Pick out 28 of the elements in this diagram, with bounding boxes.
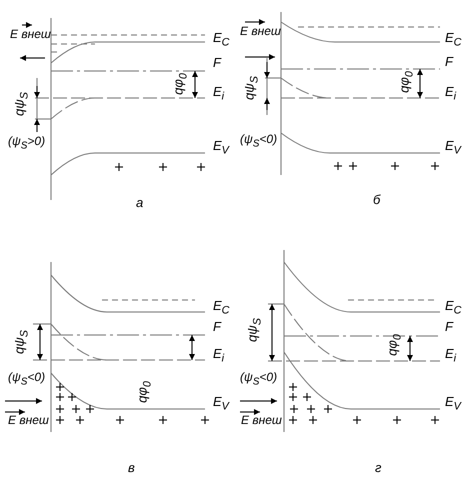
- condition-label: (ψ$_{S}$<0): [8, 370, 46, 390]
- band-label: E$_{V}$: [445, 138, 461, 159]
- band-label: E$_{V}$: [213, 138, 229, 159]
- condition-label: (ψ$_{S}$<0): [240, 132, 278, 152]
- band-label: E$_{C}$: [445, 298, 462, 319]
- band-label: F: [445, 319, 453, 334]
- band-label: F: [213, 55, 221, 70]
- field-label: E внеш: [241, 413, 282, 428]
- panel-letter: г: [375, 460, 382, 475]
- panel-letter: в: [128, 460, 135, 475]
- band-label: E$_{i}$: [445, 84, 456, 105]
- band-label: F: [445, 54, 453, 69]
- condition-label: (ψ$_{S}$<0): [240, 370, 278, 390]
- field-label: E внеш: [8, 413, 49, 428]
- condition-label: (ψ$_{S}$>0): [8, 134, 46, 154]
- band-label: E$_{C}$: [213, 298, 230, 319]
- band-label: E$_{C}$: [213, 30, 230, 51]
- band-label: E$_{C}$: [445, 30, 462, 51]
- field-label: E внеш: [10, 27, 51, 42]
- panel-letter: а: [136, 195, 144, 210]
- band-label: E$_{V}$: [445, 394, 461, 415]
- band-label: E$_{i}$: [445, 346, 456, 367]
- band-label: E$_{i}$: [213, 346, 224, 367]
- band-label: E$_{i}$: [213, 84, 224, 105]
- band-label: F: [213, 319, 221, 334]
- field-label: E внеш: [240, 24, 281, 39]
- panel-letter: б: [373, 192, 380, 207]
- band-label: E$_{V}$: [213, 394, 229, 415]
